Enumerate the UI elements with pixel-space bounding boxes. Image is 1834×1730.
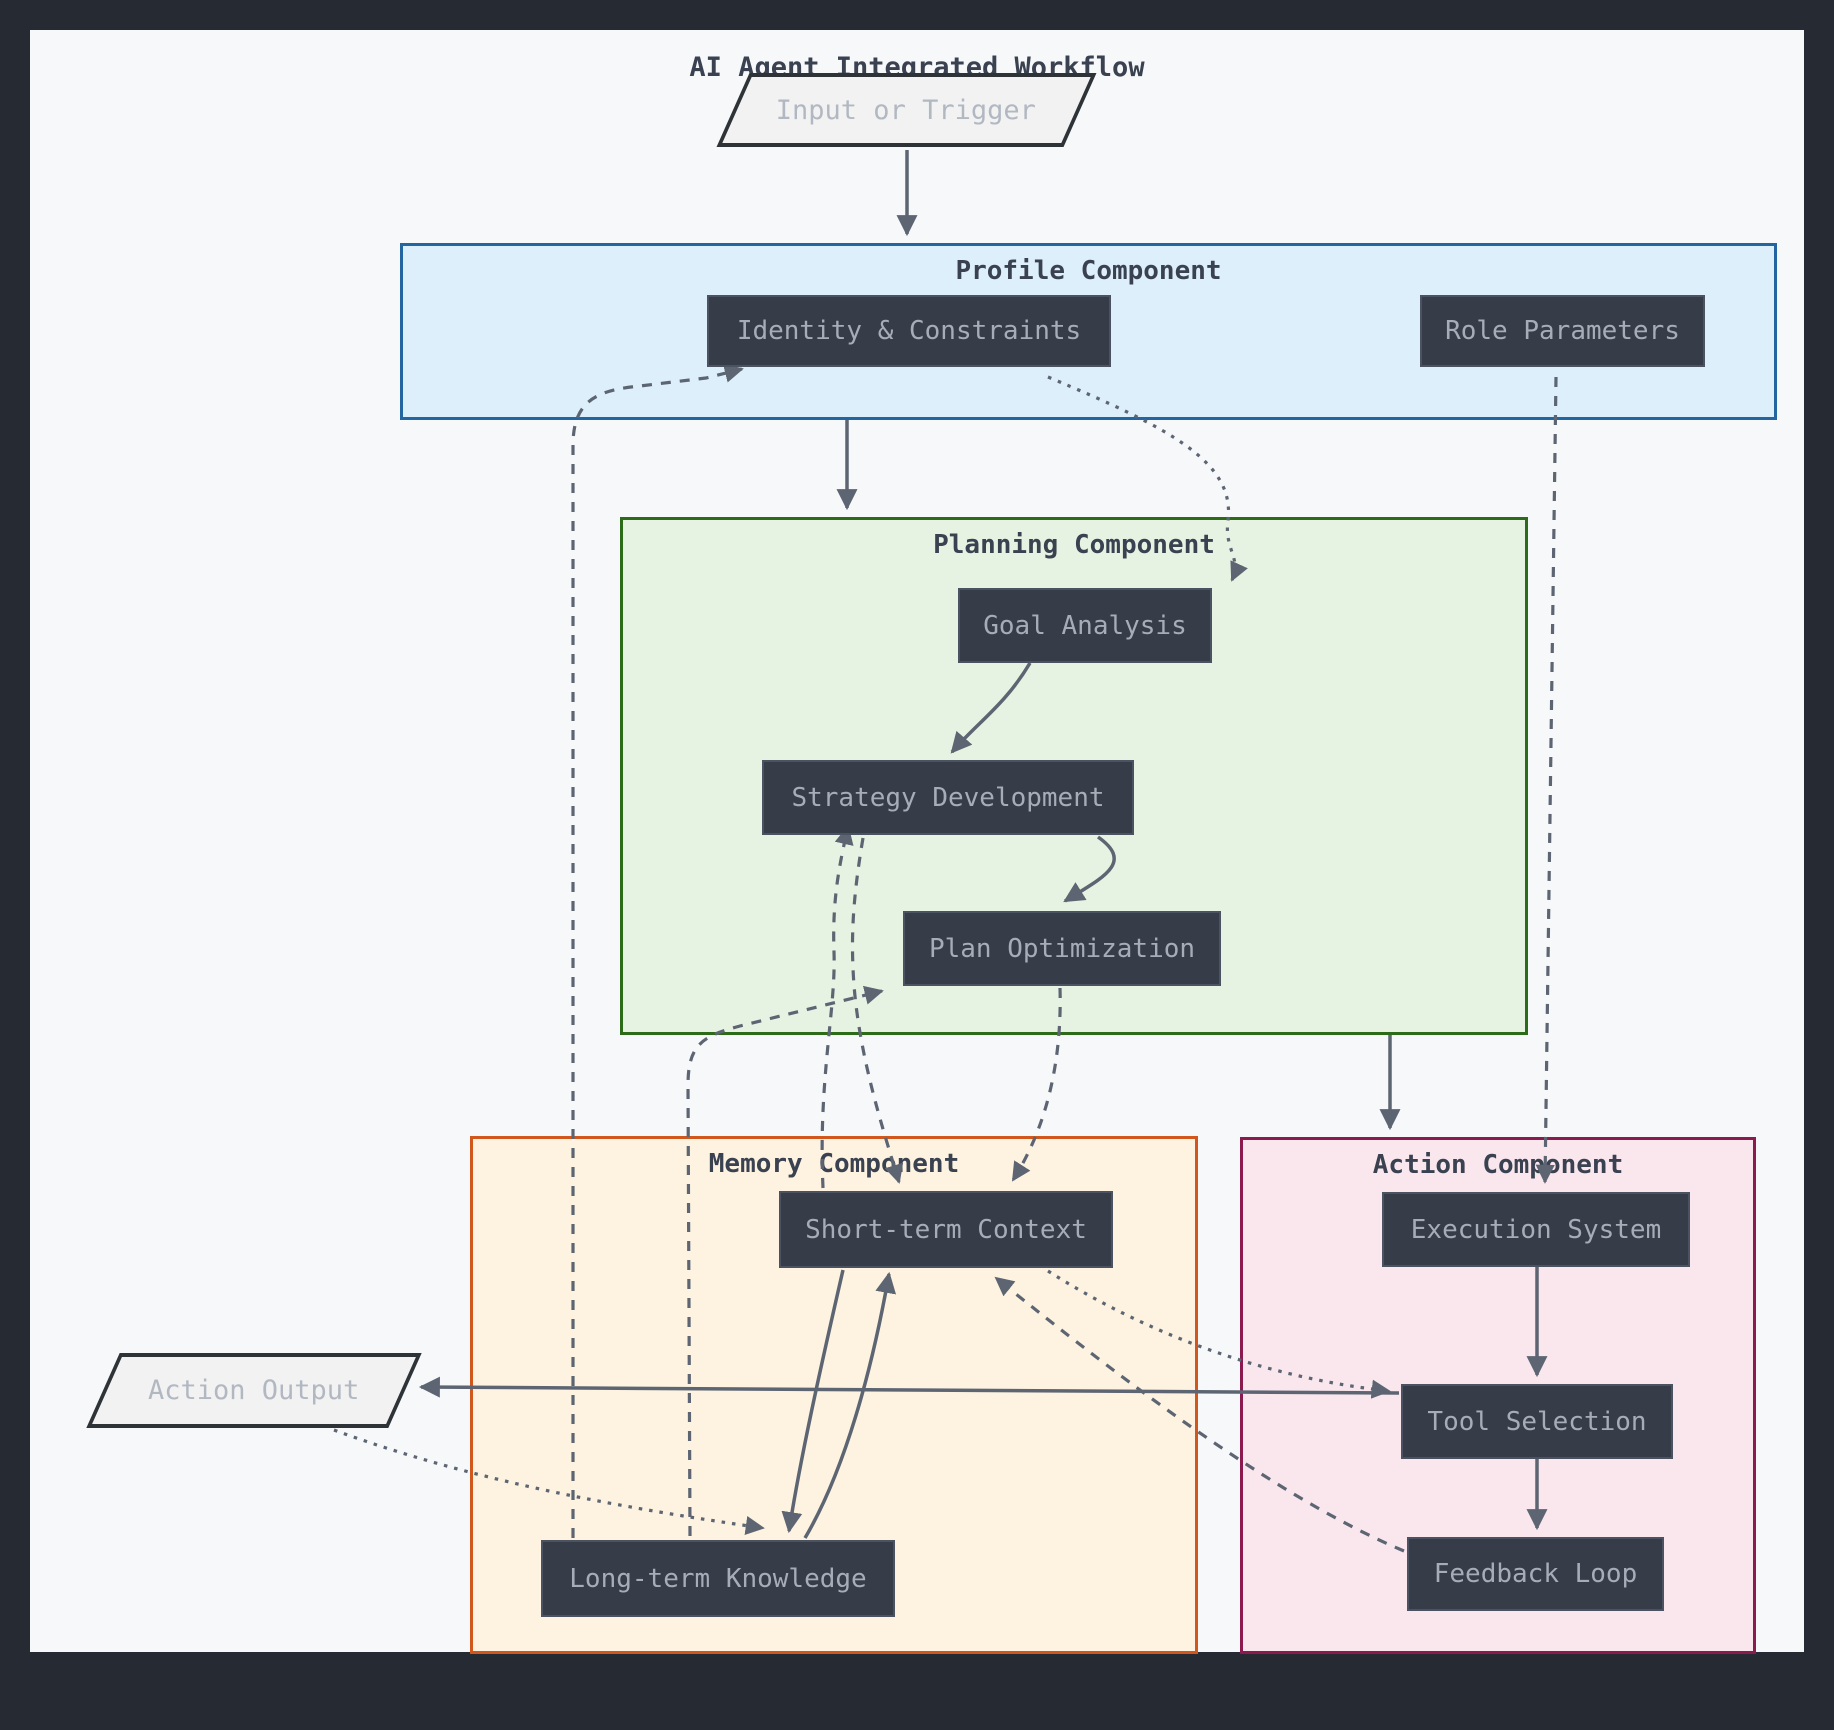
node-short-term-context-label: Short-term Context (805, 1214, 1087, 1245)
edge-plan-to-shortterm (1011, 987, 1062, 1182)
edge-tool-to-output (418, 1376, 1400, 1398)
edge-longterm-to-shortterm (803, 1271, 897, 1539)
node-identity-constraints: Identity & Constraints (707, 295, 1111, 367)
node-tool-selection: Tool Selection (1401, 1384, 1673, 1459)
profile-component-label: Profile Component (955, 256, 1222, 286)
node-strategy-development: Strategy Development (762, 760, 1134, 835)
node-short-term-context: Short-term Context (779, 1191, 1113, 1268)
node-strategy-development-label: Strategy Development (791, 782, 1105, 813)
edge-strategy-to-shortterm (850, 837, 904, 1184)
node-role-parameters: Role Parameters (1420, 295, 1705, 367)
node-goal-analysis-label: Goal Analysis (983, 610, 1187, 641)
node-role-parameters-label: Role Parameters (1445, 316, 1680, 346)
node-identity-constraints-label: Identity & Constraints (736, 316, 1082, 346)
edge-goal-to-strategy (950, 662, 1032, 754)
edge-feedback-to-shortterm (994, 1276, 1405, 1553)
node-long-term-knowledge-label: Long-term Knowledge (569, 1563, 867, 1594)
node-tool-selection-label: Tool Selection (1427, 1406, 1647, 1437)
memory-component-label: Memory Component (708, 1149, 960, 1179)
edge-longterm-to-identity (571, 363, 744, 1538)
input-trigger-label: Input or Trigger (776, 94, 1037, 126)
planning-component-label: Planning Component (933, 530, 1215, 560)
node-plan-optimization-label: Plan Optimization (928, 933, 1196, 964)
node-execution-system: Execution System (1382, 1192, 1690, 1267)
action-output-label: Action Output (148, 1375, 360, 1406)
diagram-canvas: AI Agent Integrated Workflow Input or Tr… (30, 30, 1804, 1654)
edge-shortterm-to-strategy (820, 825, 854, 1189)
edge-output-to-longterm (333, 1428, 765, 1536)
node-goal-analysis: Goal Analysis (958, 588, 1212, 663)
edge-shortterm-to-tool (1047, 1269, 1391, 1399)
node-feedback-loop: Feedback Loop (1407, 1537, 1664, 1611)
node-feedback-loop-label: Feedback Loop (1433, 1559, 1638, 1589)
node-plan-optimization: Plan Optimization (903, 911, 1221, 986)
edge-layer (333, 150, 1558, 1553)
edge-longterm-to-plan (686, 985, 884, 1537)
node-long-term-knowledge: Long-term Knowledge (541, 1540, 895, 1617)
edge-role-to-execution (1535, 376, 1558, 1184)
edge-strategy-to-plan (1063, 835, 1116, 903)
edge-shortterm-to-longterm (781, 1269, 845, 1534)
node-execution-system-label: Execution System (1410, 1214, 1662, 1245)
edge-identity-to-goal (1047, 375, 1248, 582)
action-output-node: Action Output (86, 1353, 422, 1428)
input-trigger-node: Input or Trigger (716, 73, 1097, 147)
action-component-label: Action Component (1372, 1150, 1624, 1180)
